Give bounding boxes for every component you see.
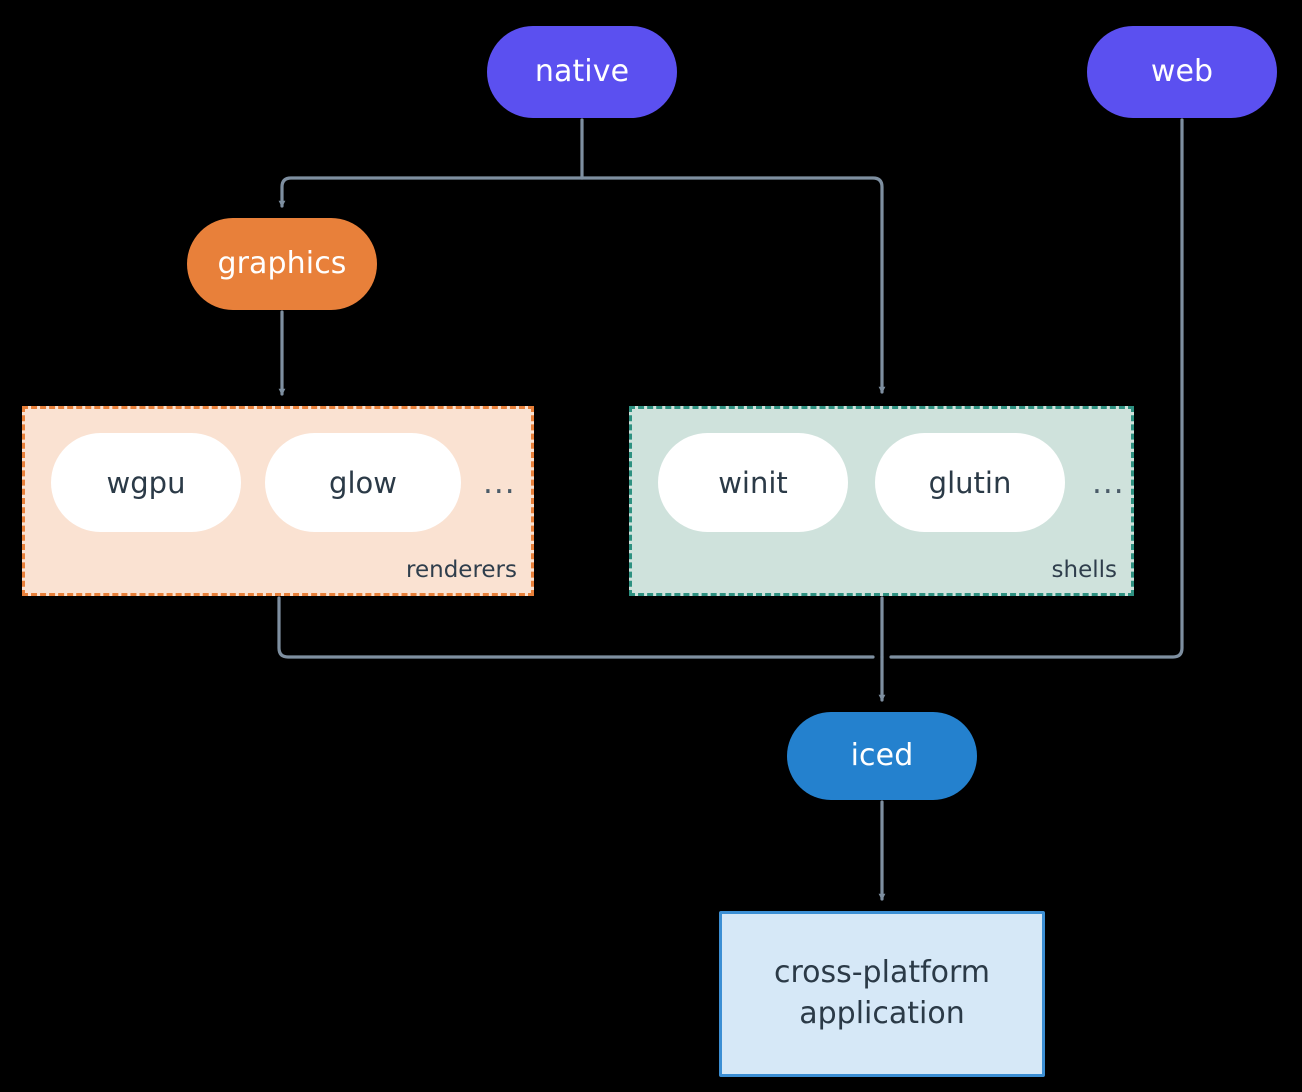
pill-winit[interactable]: winit bbox=[658, 433, 848, 532]
group-renderers-label: renderers bbox=[406, 557, 517, 583]
node-graphics-label: graphics bbox=[217, 245, 347, 281]
pill-wgpu[interactable]: wgpu bbox=[51, 433, 241, 532]
pill-glow-label: glow bbox=[329, 465, 397, 500]
pill-winit-label: winit bbox=[718, 465, 788, 500]
node-graphics[interactable]: graphics bbox=[187, 218, 377, 310]
edge-renderers-to-iced bbox=[277, 596, 875, 659]
pill-wgpu-label: wgpu bbox=[106, 465, 186, 500]
node-cross-platform-application[interactable]: cross-platform application bbox=[719, 911, 1045, 1077]
renderers-overflow-ellipsis: ... bbox=[483, 465, 516, 501]
shells-overflow-ellipsis: ... bbox=[1092, 465, 1125, 501]
node-web[interactable]: web bbox=[1087, 26, 1277, 118]
pill-glow[interactable]: glow bbox=[265, 433, 461, 532]
group-shells-label: shells bbox=[1051, 557, 1117, 583]
application-label-line2: application bbox=[799, 996, 965, 1031]
node-iced-label: iced bbox=[850, 737, 914, 773]
group-renderers[interactable]: wgpu glow ... renderers bbox=[22, 406, 534, 596]
group-shells[interactable]: winit glutin ... shells bbox=[629, 406, 1134, 596]
node-iced[interactable]: iced bbox=[787, 712, 977, 800]
node-native-label: native bbox=[534, 53, 630, 89]
edge-native-to-graphics bbox=[278, 176, 584, 208]
pill-glutin[interactable]: glutin bbox=[875, 433, 1065, 532]
node-native[interactable]: native bbox=[487, 26, 677, 118]
edge-native-to-shells bbox=[580, 176, 886, 394]
pill-glutin-label: glutin bbox=[928, 465, 1012, 500]
application-label-line1: cross-platform bbox=[773, 955, 991, 991]
node-web-label: web bbox=[1150, 53, 1214, 89]
